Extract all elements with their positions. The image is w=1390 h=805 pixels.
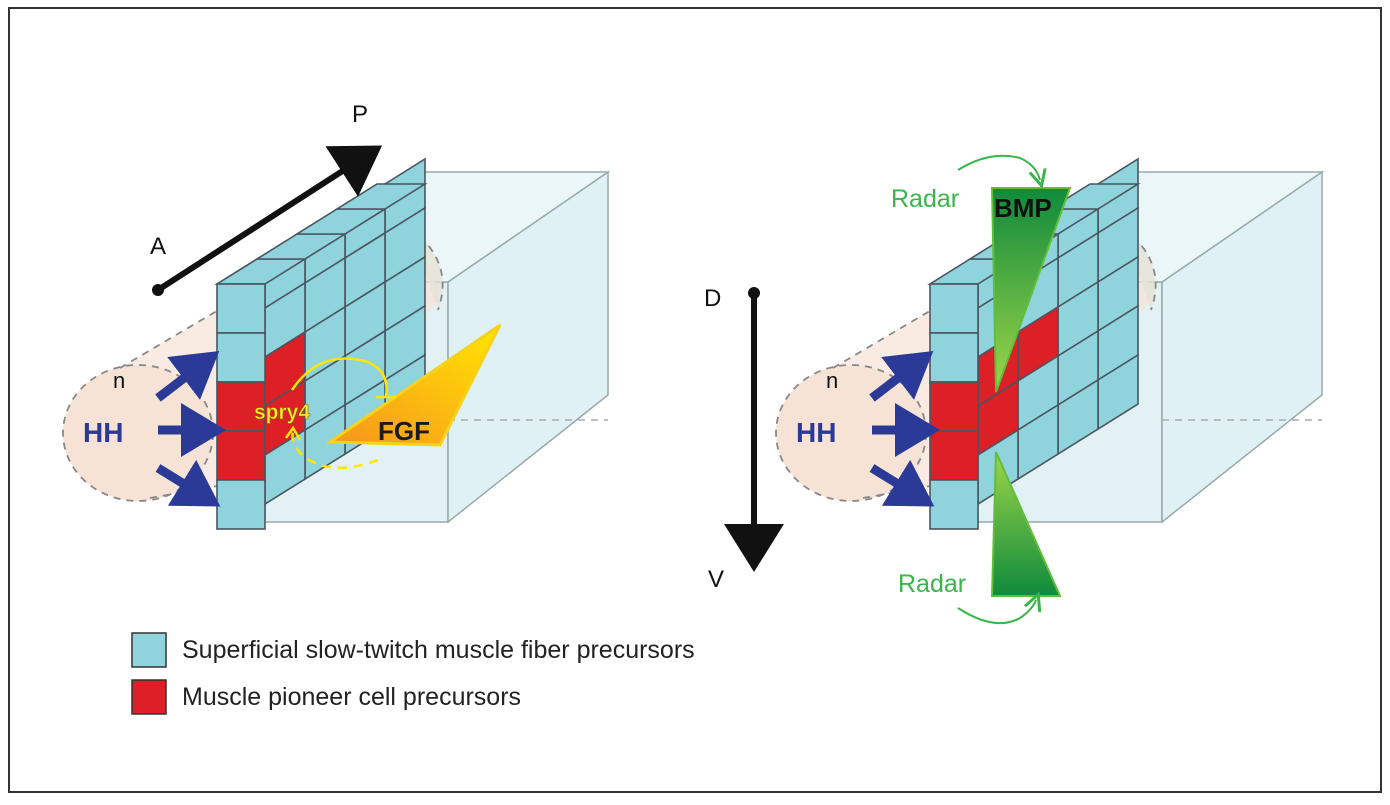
legend-swatch-pioneer — [131, 679, 167, 715]
legend-swatch-slow — [131, 632, 167, 668]
left-cell-wall — [214, 157, 428, 530]
pioneer-cell — [216, 430, 266, 481]
slow-cell — [929, 332, 979, 383]
ap-axis: A P — [150, 101, 383, 296]
left-hh-label: HH — [83, 417, 123, 448]
left-hh-arrows — [155, 351, 226, 507]
slow-cell — [929, 283, 979, 334]
ventral-label: V — [708, 566, 724, 593]
pioneer-cell — [929, 381, 979, 432]
slow-cell-top — [1047, 183, 1141, 210]
left-notochord-label: n — [113, 368, 125, 393]
right-hh-label: HH — [796, 417, 836, 448]
dorsal-label: D — [704, 285, 721, 312]
fgf-label: FGF — [378, 416, 430, 446]
slow-cell — [216, 332, 266, 383]
spry4-feedback: spry4 — [254, 357, 396, 470]
radar-bottom: Radar — [898, 570, 1036, 625]
radar-top: Radar — [891, 154, 1040, 213]
dv-axis: D V — [704, 285, 784, 593]
posterior-label: P — [352, 101, 368, 128]
slow-cell — [929, 479, 979, 530]
legend-label-slow: Superficial slow-twitch muscle fiber pre… — [182, 636, 695, 664]
right-hh-arrows — [869, 351, 940, 507]
right-notochord-label: n — [826, 368, 838, 393]
anterior-label: A — [150, 233, 166, 260]
legend-label-pioneer: Muscle pioneer cell precursors — [182, 683, 521, 711]
legend: Superficial slow-twitch muscle fiber pre… — [131, 632, 695, 715]
slow-cell — [216, 283, 266, 334]
bmp-gradients: BMP — [990, 187, 1072, 597]
fgf-gradient: FGF — [325, 323, 502, 447]
pioneer-cell — [929, 430, 979, 481]
right-panel: BMP Radar Radar HH n D V — [704, 154, 1325, 625]
radar-top-label: Radar — [891, 185, 959, 213]
spry4-label: spry4 — [254, 401, 310, 424]
left-panel: FGF spry4 HH n A P — [62, 101, 611, 530]
radar-bottom-label: Radar — [898, 570, 966, 598]
bmp-label: BMP — [994, 193, 1052, 223]
slow-cell — [216, 479, 266, 530]
